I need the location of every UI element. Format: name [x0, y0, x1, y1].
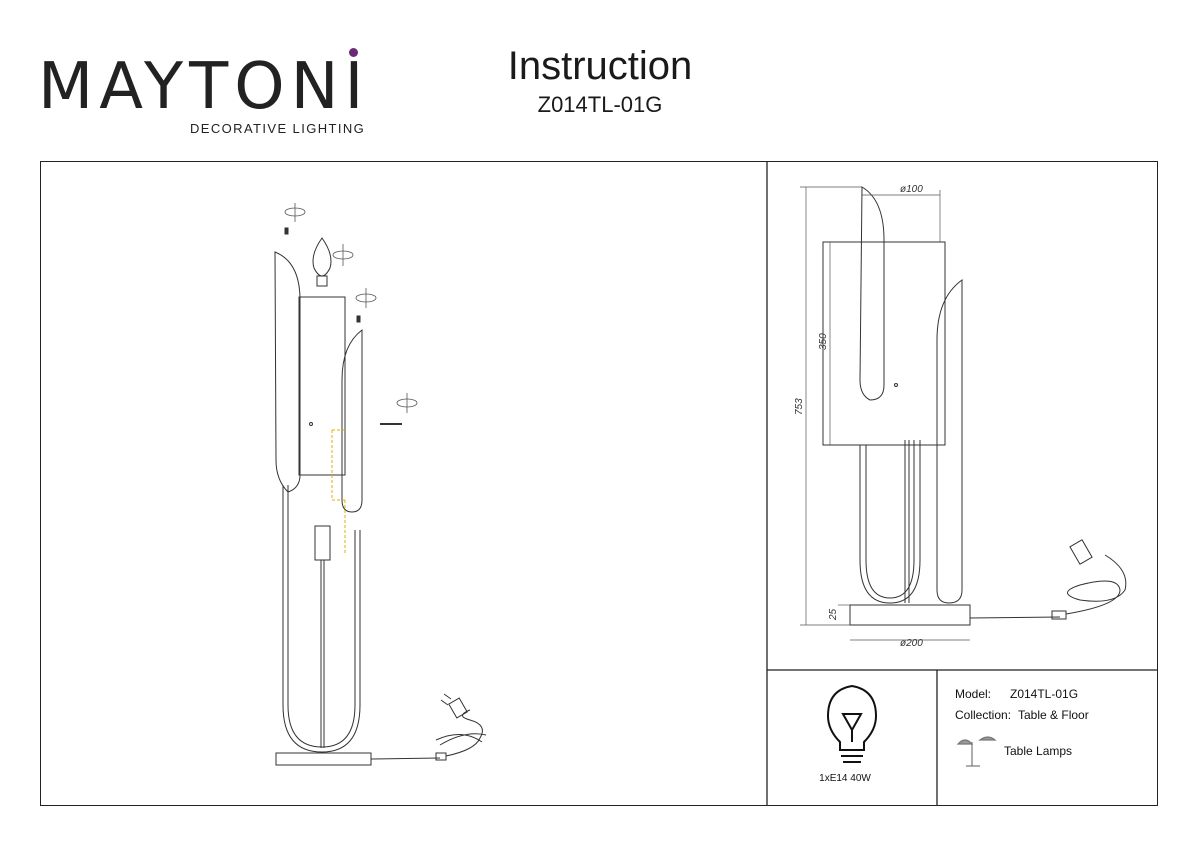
plug-icon	[1069, 539, 1093, 565]
bulb-icon	[826, 684, 878, 763]
dim-shade-height: 350	[818, 333, 829, 350]
drawing-frame	[40, 161, 1158, 806]
brand-dot	[349, 48, 358, 57]
right-shade-exploded	[341, 328, 363, 513]
dim-total-height: 753	[794, 398, 805, 415]
brand-tagline: DECORATIVE LIGHTING	[190, 121, 366, 136]
model-value: Z014TL-01G	[1010, 687, 1079, 701]
lamp-u-frame-exploded	[282, 485, 361, 753]
plug-icon	[448, 697, 468, 719]
left-shade-exploded	[274, 251, 301, 493]
center-shade-exploded	[298, 296, 346, 476]
left-shade-dim	[859, 186, 885, 401]
collection-label: Collection:	[955, 708, 1012, 722]
model-label: Model:	[955, 687, 992, 701]
small-screw-icon	[356, 315, 361, 323]
collection-value: Table & Floor	[1018, 708, 1089, 722]
assembly-guide-lines	[331, 429, 346, 555]
brand-name: MAYTONI	[38, 50, 370, 124]
rotation-arrows	[284, 203, 418, 413]
power-cord-exploded	[370, 693, 487, 761]
bulb-exploded	[312, 237, 332, 277]
small-screw-icon	[284, 227, 289, 235]
bulb-spec: 1xE14 40W	[819, 773, 871, 784]
dim-shade-diameter: ø100	[900, 184, 923, 195]
dimensioned-view	[822, 186, 1127, 626]
table-lamps-icon	[956, 736, 997, 767]
category-label: Table Lamps	[1004, 744, 1073, 758]
lamp-u-frame-dim	[859, 440, 921, 604]
dim-base-diameter: ø200	[900, 638, 923, 649]
exploded-assembly-view	[274, 227, 402, 766]
lamp-base-exploded	[275, 752, 372, 766]
dimension-lines	[800, 186, 970, 641]
right-shade-dim	[936, 279, 963, 604]
dim-base-height: 25	[828, 608, 839, 621]
lamp-base-dim	[849, 604, 971, 626]
document-model-code: Z014TL-01G	[537, 92, 663, 117]
lamp-socket-exploded	[314, 525, 331, 561]
cord-switch-icon	[1051, 610, 1067, 620]
brand-logo: MAYTONI	[38, 55, 368, 140]
document-title: Instruction	[507, 44, 693, 88]
frame-dividers	[766, 161, 1158, 806]
